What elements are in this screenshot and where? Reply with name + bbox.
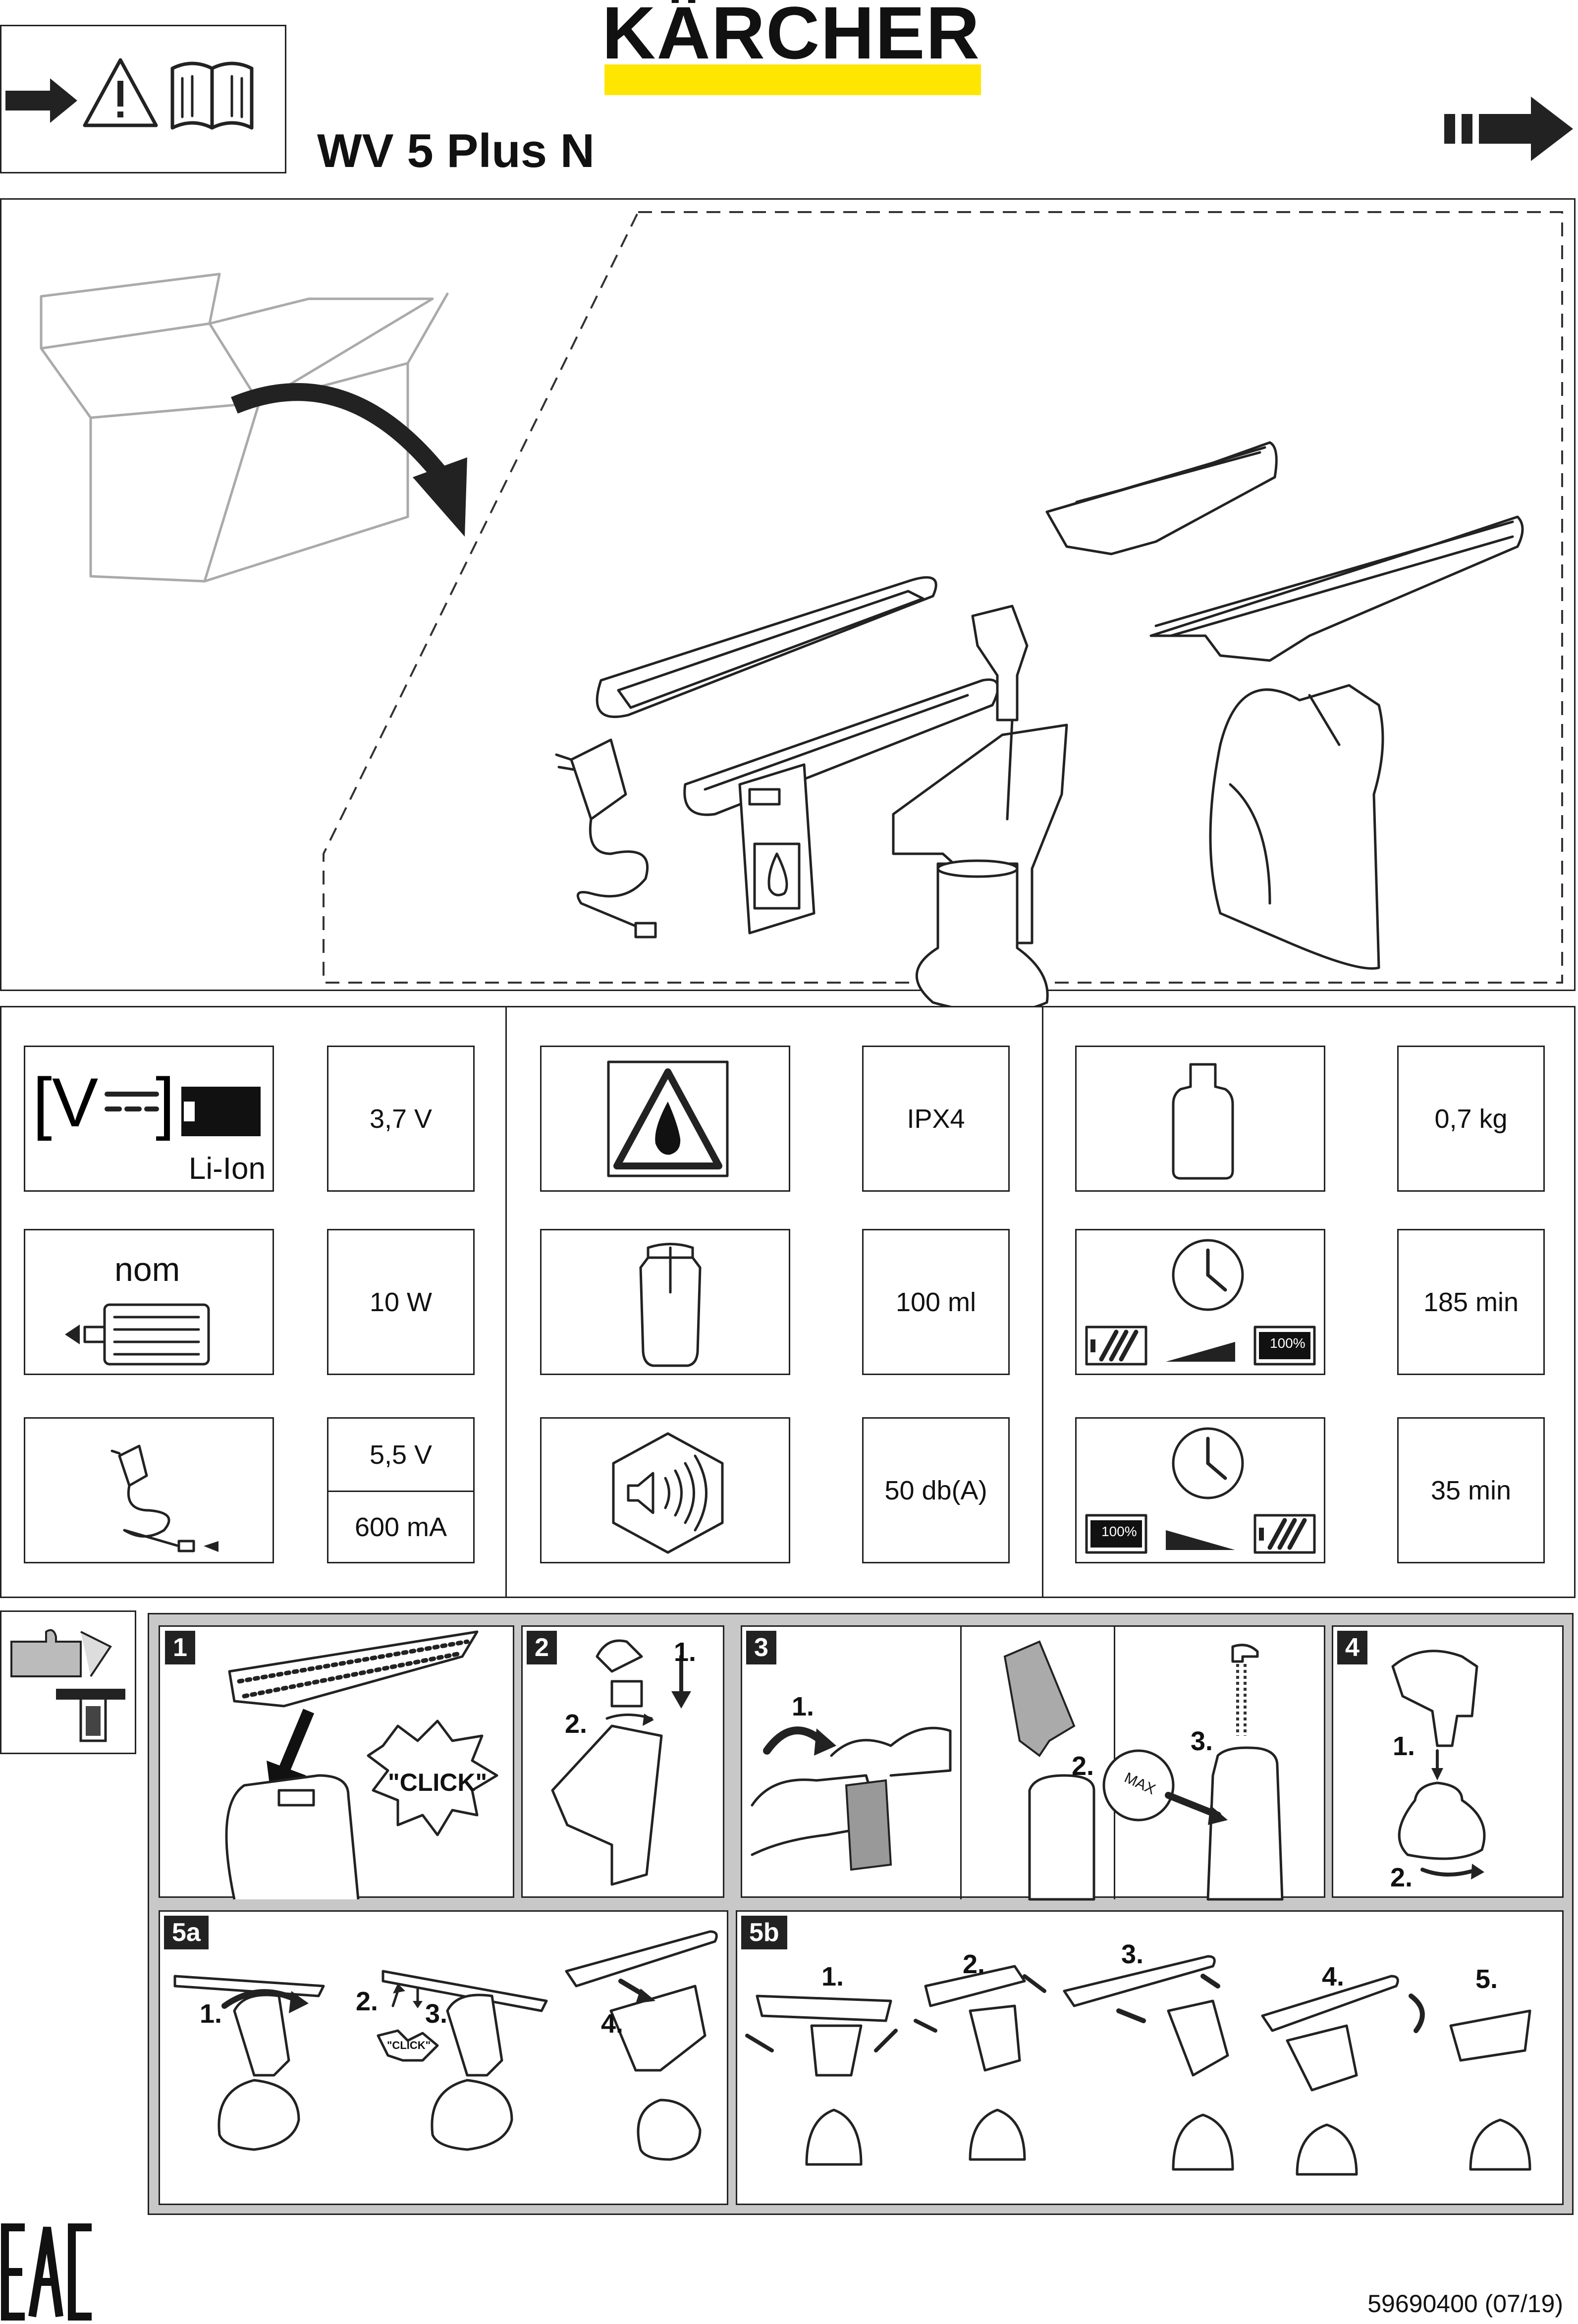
- nom-label: nom: [114, 1251, 180, 1288]
- assembly-icon: [0, 1610, 136, 1754]
- step-number: 5a: [164, 1916, 209, 1949]
- full-charge-badge: 100%: [1101, 1524, 1137, 1539]
- charger-current: 600 mA: [354, 1512, 447, 1542]
- step-5b-panel: 5b 1. 2. 3. 4. 5.: [736, 1910, 1564, 2205]
- open-manual-icon: [170, 61, 254, 130]
- spec-value-tank: 100 ml: [862, 1229, 1010, 1375]
- spec-value-charger: 5,5 V 600 mA: [327, 1417, 475, 1563]
- weight-icon: [1075, 1046, 1325, 1192]
- warning-triangle-icon: [83, 58, 158, 127]
- click-callout: "CLICK": [387, 2039, 431, 2051]
- svg-text:[V: [V: [33, 1063, 98, 1141]
- step-number: 3: [746, 1631, 776, 1664]
- charger-voltage: 5,5 V: [369, 1439, 433, 1470]
- step-4-panel: 4 1. 2.: [1332, 1625, 1564, 1898]
- step-number-1: 1.: [792, 1692, 815, 1721]
- model-title: WV 5 Plus N: [317, 124, 595, 177]
- charging-time-icon: 100%: [1075, 1229, 1325, 1375]
- svg-text:]: ]: [156, 1063, 175, 1141]
- spec-value-voltage: 3,7 V: [327, 1046, 475, 1192]
- step-number-3: 3.: [1191, 1726, 1213, 1756]
- eac-certification-mark: [1, 2223, 92, 2321]
- spec-value-charging-time: 185 min: [1397, 1229, 1545, 1375]
- step-5a-panel: 5a 1. 2. 3. 4. "CLICK": [159, 1910, 728, 2205]
- motor-power-icon: nom: [24, 1229, 274, 1375]
- step-2-panel: 2 1. 2.: [521, 1625, 724, 1898]
- li-ion-label: Li-Ion: [188, 1152, 266, 1186]
- full-charge-badge: 100%: [1270, 1335, 1306, 1351]
- spec-value-power: 10 W: [327, 1229, 475, 1375]
- step-number-5: 5.: [1475, 1964, 1498, 1994]
- spec-value-sound: 50 db(A): [862, 1417, 1010, 1563]
- spec-column-divider: [1042, 1006, 1043, 1598]
- step-3-panel: 3 1. 2. 3. MAX: [741, 1625, 1325, 1901]
- tank-icon: [540, 1229, 790, 1375]
- step-number-4: 4.: [1322, 1962, 1345, 1992]
- manual-notice-box: [0, 25, 286, 173]
- step-number: 5b: [741, 1916, 787, 1949]
- step-number-3: 3.: [425, 1999, 448, 2029]
- runtime-icon: 100%: [1075, 1417, 1325, 1563]
- step-number-1: 1.: [1393, 1731, 1415, 1761]
- package-contents-panel: [0, 198, 1576, 1014]
- step-number-2: 2.: [963, 1949, 985, 1979]
- click-callout: "CLICK": [388, 1769, 488, 1796]
- step-number-4: 4.: [601, 2009, 624, 2039]
- sound-level-icon: [540, 1417, 790, 1563]
- step-number-2: 2.: [565, 1709, 588, 1739]
- arrow-right-icon: [5, 78, 77, 123]
- document-number: 59690400 (07/19): [1367, 2290, 1563, 2318]
- spec-value-runtime: 35 min: [1397, 1417, 1545, 1563]
- spec-value-ip-rating: IPX4: [862, 1046, 1010, 1192]
- step-number-1: 1.: [674, 1637, 697, 1667]
- charger-icon: [24, 1417, 274, 1563]
- step-number-2: 2.: [356, 1987, 379, 2016]
- brand-logo: KÄRCHER: [602, 0, 980, 74]
- step-number-1: 1.: [821, 1962, 844, 1992]
- voltage-battery-icon: [V ] Li-Ion: [24, 1046, 274, 1192]
- step-number-3: 3.: [1121, 1939, 1144, 1969]
- step-number: 1: [165, 1631, 195, 1664]
- step-number-2: 2.: [1072, 1751, 1094, 1781]
- water-protection-icon: [540, 1046, 790, 1192]
- contents-illustration: [40, 211, 1563, 1014]
- spec-value-weight: 0,7 kg: [1397, 1046, 1545, 1192]
- step-number: 4: [1337, 1631, 1367, 1664]
- step-1-panel: 1 "CLICK": [159, 1625, 514, 1900]
- continue-arrow-icon: [1444, 97, 1573, 161]
- step-number-2: 2.: [1390, 1863, 1413, 1892]
- step-number: 2: [527, 1631, 557, 1664]
- brand-color-bar: [604, 64, 981, 95]
- step-number-1: 1.: [200, 1999, 222, 2029]
- spec-column-divider: [505, 1006, 507, 1598]
